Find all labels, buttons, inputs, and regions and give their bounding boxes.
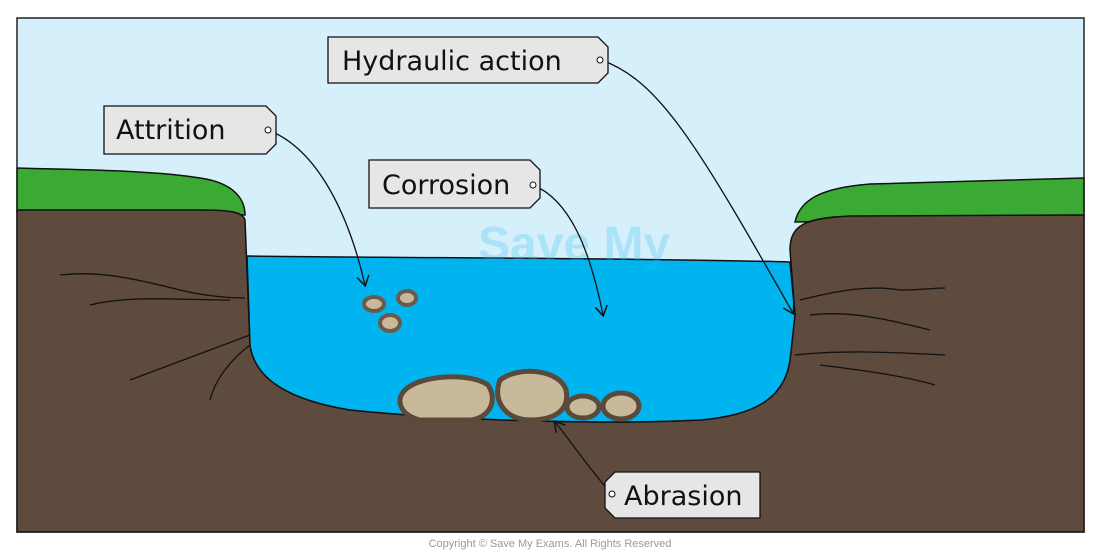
hydraulic-arrow <box>600 59 795 316</box>
abrasion-label-text: Abrasion <box>624 481 742 512</box>
copyright-notice: Copyright © Save My Exams. All Rights Re… <box>428 538 672 550</box>
attrition-label-text: Attrition <box>116 115 226 146</box>
left-grass <box>16 167 246 216</box>
bed-boulders <box>397 368 642 423</box>
rock-cracks <box>59 273 946 401</box>
small-pebbles <box>362 289 418 333</box>
label-abrasion: Abrasion <box>604 471 761 519</box>
corrosion-label-text: Corrosion <box>382 170 510 201</box>
frame <box>16 17 1085 533</box>
label-attrition: Attrition <box>103 105 277 155</box>
label-hydraulic-action: Hydraulic action <box>327 36 609 84</box>
water <box>246 255 796 423</box>
corrosion-arrow <box>532 184 608 318</box>
hydraulic-label-text: Hydraulic action <box>342 46 562 77</box>
right-grass <box>794 177 1085 223</box>
attrition-arrow <box>267 129 370 288</box>
label-corrosion: Corrosion <box>368 159 541 209</box>
